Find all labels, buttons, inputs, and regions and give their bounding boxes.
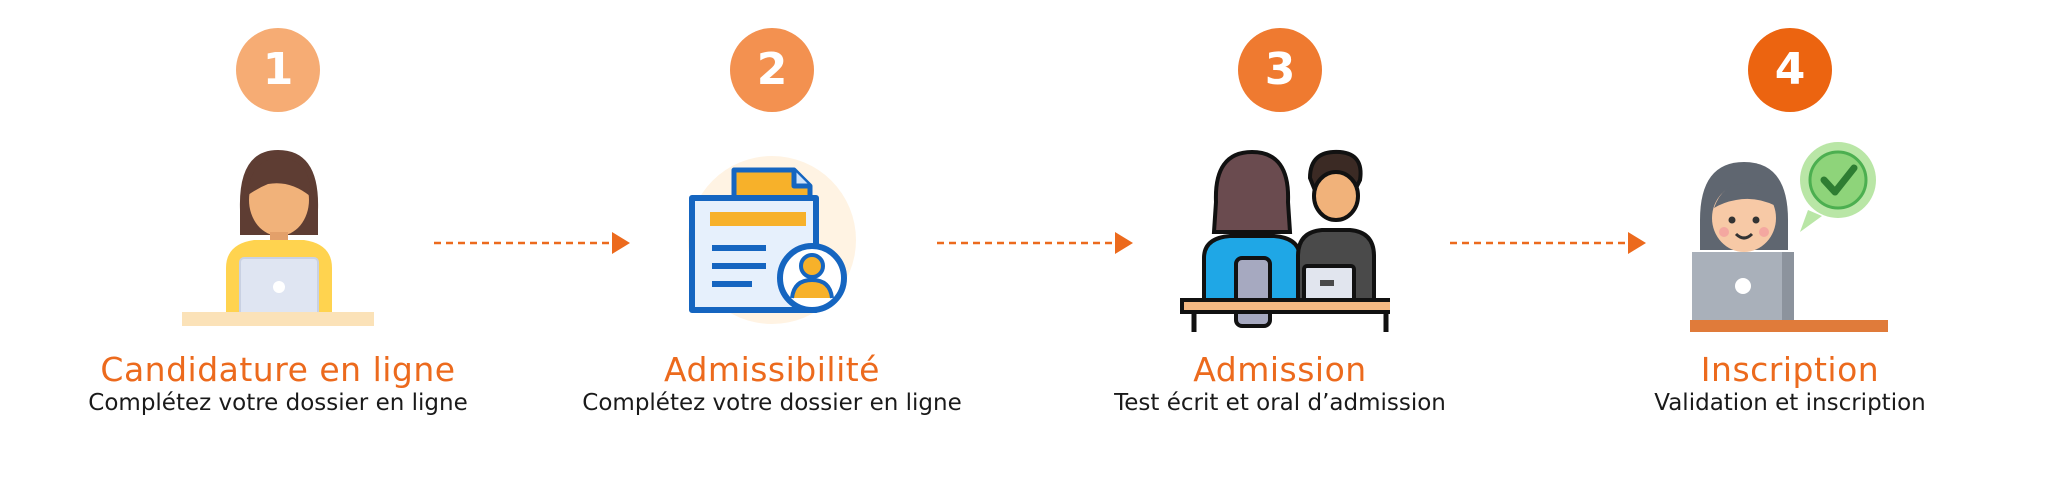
step-number-badge: 1 (236, 28, 320, 112)
arrow-right-icon (1450, 232, 1646, 254)
validated-student-icon (1690, 142, 1888, 332)
interview-icon (1180, 149, 1390, 332)
step-number-badge: 3 (1238, 28, 1322, 112)
document-profile-icon (688, 156, 856, 324)
step-title: Admission (1193, 350, 1367, 389)
step-number-badge: 4 (1748, 28, 1832, 112)
step-description: Test écrit et oral d’admission (1114, 390, 1446, 416)
step-title: Inscription (1700, 350, 1880, 389)
step-title: Admissibilité (663, 350, 880, 389)
step-description: Validation et inscription (1654, 390, 1926, 416)
woman-laptop-icon (182, 150, 374, 326)
arrow-right-icon (937, 232, 1133, 254)
step-description: Complétez votre dossier en ligne (582, 390, 962, 416)
step-title: Candidature en ligne (100, 350, 456, 389)
step-number-badge: 2 (730, 28, 814, 112)
step-description: Complétez votre dossier en ligne (88, 390, 468, 416)
arrow-right-icon (434, 232, 630, 254)
